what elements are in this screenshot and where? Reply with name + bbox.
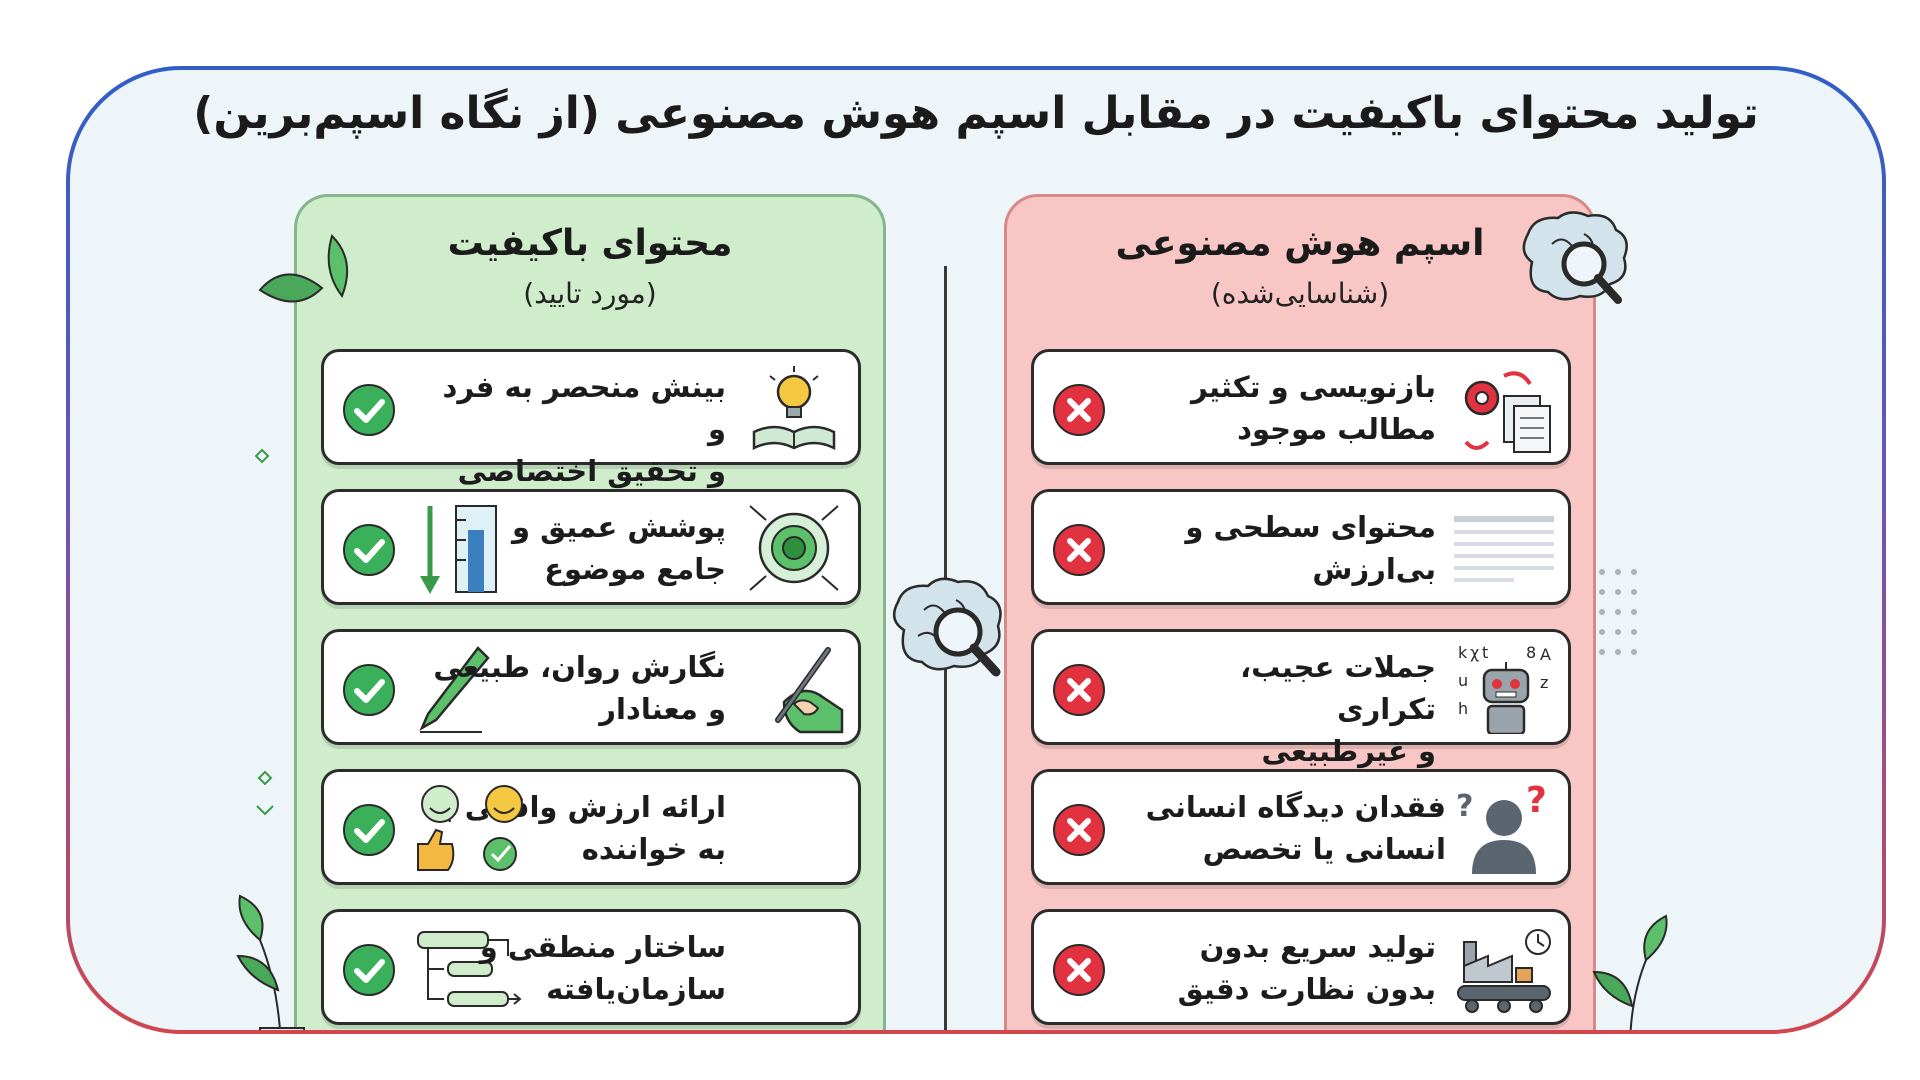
factory-icon [1457,929,1551,1013]
item-text-line1: نگارش روان، طبیعی [433,650,726,684]
chevron-decoration-icon [256,770,274,816]
plant-decoration-icon [1592,914,1668,1030]
robot-letter: χ [1470,643,1479,662]
cross-icon [1053,664,1105,716]
bad-item-card: محتوای سطحی و بی‌ارزش [1031,489,1571,605]
item-text-line1: ساختار منطقی و [479,930,726,964]
plant-decoration-icon [236,894,305,1030]
cross-icon [1053,944,1105,996]
ai-spam-panel: اسپم هوش مصنوعی (شناسایی‌شده) بازنویسی و… [1004,194,1596,1030]
pen-writing-icon [775,647,844,734]
svg-text:?: ? [1456,789,1473,824]
bad-item-card: بازنویسی و تکثیر مطالب موجود [1031,349,1571,465]
robot-letter: k [1458,643,1468,662]
bad-item-card: تولید سریع بدون بدون نظارت دقیق [1031,909,1571,1025]
outer-frame: تولید محتوای باکیفیت در مقابل اسپم هوش م… [66,66,1886,1034]
cross-icon [1053,384,1105,436]
dots-decoration-icon [1599,569,1637,655]
flowchart-icon [417,931,522,1007]
good-item-card: بینش منحصر به فرد و و تحقیق اختصاصی [321,349,861,488]
check-icon [343,944,395,996]
robot-letter: z [1540,673,1548,692]
brain-search-icon [1522,211,1628,304]
bad-panel-title: اسپم هوش مصنوعی [1115,223,1485,264]
bad-item-card: جملات عجیب، تکراری و غیرطبیعی k χ t 8 A … [1031,629,1571,768]
svg-text:?: ? [1526,782,1547,821]
item-text-line2: و معنادار [599,692,726,726]
item-text-line2: جامع موضوع [544,552,726,586]
content-area: تولید محتوای باکیفیت در مقابل اسپم هوش م… [70,70,1882,1030]
cross-icon [1053,804,1105,856]
check-icon [343,804,395,856]
item-text-line2: بدون نظارت دقیق [1177,972,1436,1006]
page-title: تولید محتوای باکیفیت در مقابل اسپم هوش م… [193,88,1759,139]
brain-magnifier-icon [892,577,1002,677]
good-panel-subtitle: (مورد تایید) [523,277,657,310]
good-item-card: نگارش روان، طبیعی و معنادار [321,629,861,745]
robot-letter: t [1482,643,1488,662]
good-panel-title: محتوای باکیفیت [447,223,733,264]
robot-letter: 8 [1526,643,1536,662]
item-text-line2: و تحقیق اختصاصی [457,454,726,488]
item-text-line2: و غیرطبیعی [1261,734,1436,768]
item-text-line2: مطالب موجود [1237,412,1436,446]
item-text-line1: بازنویسی و تکثیر [1191,370,1436,404]
good-item-card: ساختار منطقی و سازمان‌یافته [321,909,861,1025]
check-icon [343,384,395,436]
shallow-lines-icon [1454,516,1554,582]
item-text-line1: تولید سریع بدون [1199,930,1436,964]
robot-letter: u [1458,671,1468,690]
fountain-pen-icon [419,646,490,733]
gear-documents-icon [1464,371,1551,453]
good-item-card: ارائه ارزش واقعی به به خواننده [321,769,861,885]
item-text-line2: انسانی یا تخصص [1202,832,1446,866]
cross-icon [1053,524,1105,576]
item-text-line1: ارائه ارزش واقعی به [426,790,726,824]
target-depth-icon [749,505,839,591]
check-icon [343,524,395,576]
item-text-line1: بینش منحصر به فرد و [442,370,726,446]
good-content-panel: محتوای باکیفیت (مورد تایید) بینش منحصر ب… [294,194,886,1030]
robot-letter: A [1540,645,1551,664]
diamond-decoration-icon [254,448,270,464]
robot-icon: k χ t 8 A u z h [1458,643,1551,734]
happy-reader-icon [417,785,523,871]
check-icon [343,664,395,716]
item-text-line2: سازمان‌یافته [546,972,726,1006]
lightbulb-book-icon [752,366,836,451]
item-text-line1: جملات عجیب، تکراری [1240,650,1436,726]
person-question-icon: ? ? [1456,782,1547,874]
good-item-card: پوشش عمیق و جامع موضوع [321,489,861,605]
item-text-line1: محتوای سطحی و [1185,510,1436,544]
robot-letter: h [1458,699,1468,718]
bad-panel-subtitle: (شناسایی‌شده) [1210,277,1390,310]
depth-gauge-icon [420,505,497,594]
item-text-line2: به خواننده [581,832,726,866]
bad-item-card: فقدان دیدگاه انسانی انسانی یا تخصص ? ? [1031,769,1571,885]
leaf-decoration-icon [258,234,349,303]
item-text-line1: فقدان دیدگاه انسانی [1145,790,1446,824]
item-text-line2: بی‌ارزش [1312,552,1436,586]
item-text-line1: پوشش عمیق و [511,510,726,544]
